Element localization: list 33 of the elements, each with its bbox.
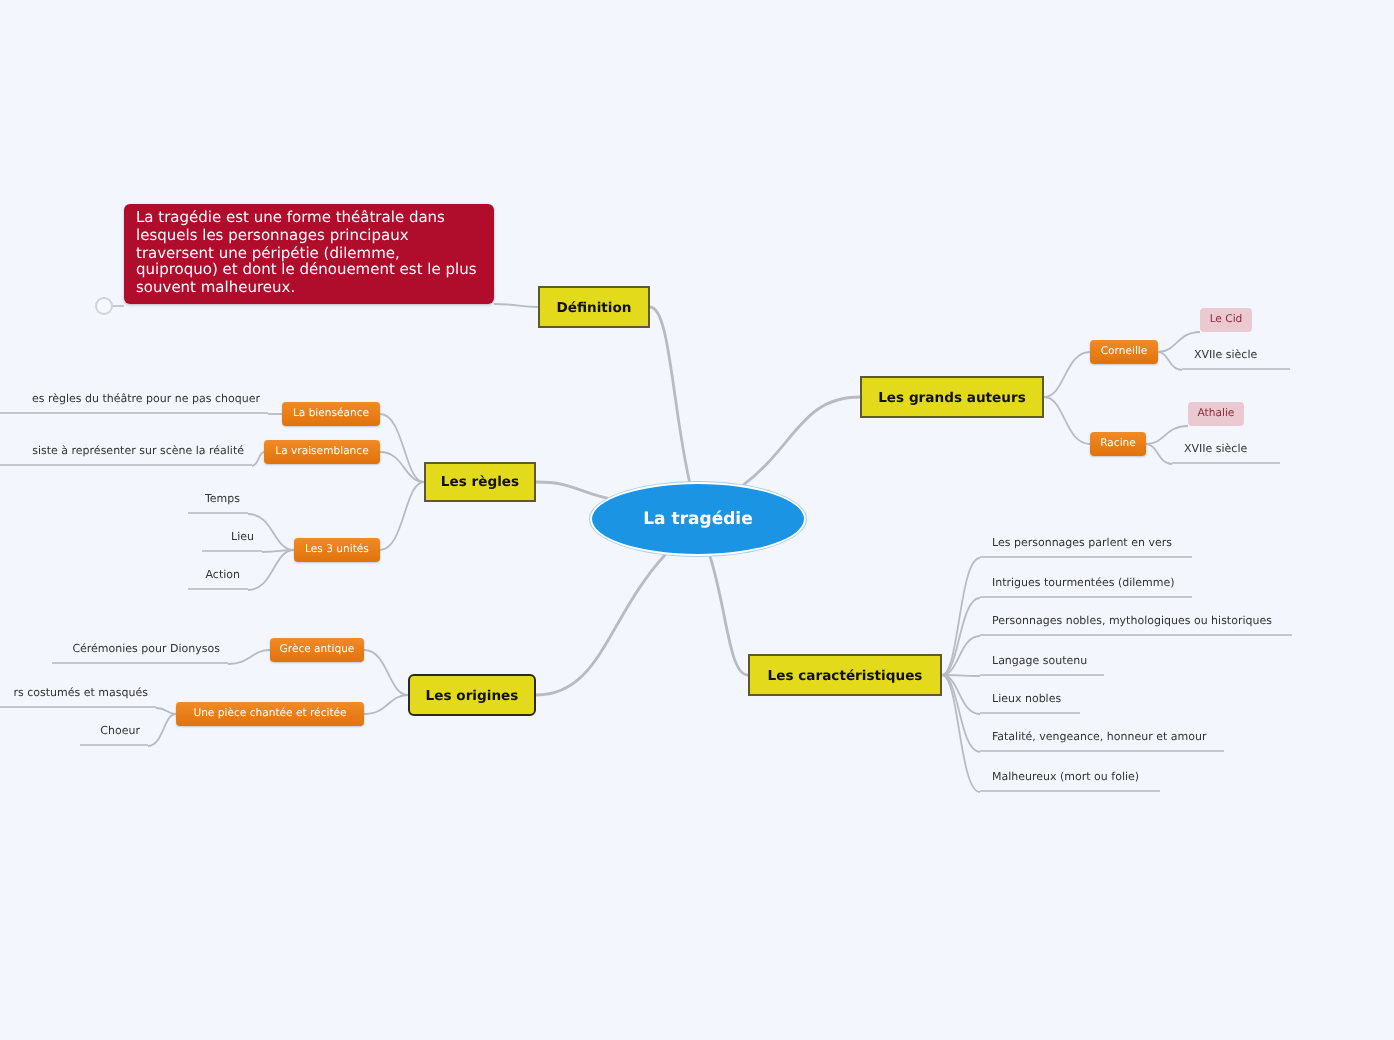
connector-line xyxy=(941,674,981,793)
connector-line xyxy=(247,549,295,591)
connector-line xyxy=(227,649,271,665)
connector-line xyxy=(261,549,295,553)
connector-line xyxy=(155,707,177,715)
connector-line xyxy=(708,555,749,677)
connector-line xyxy=(379,451,425,483)
connector-line xyxy=(363,649,409,696)
connector-line xyxy=(379,413,425,483)
connector-line xyxy=(251,451,265,467)
connector-line xyxy=(741,395,861,487)
connector-line xyxy=(247,513,295,551)
connector-line xyxy=(535,480,609,500)
connector-line xyxy=(941,674,981,677)
connector-line xyxy=(941,635,981,676)
connector-line xyxy=(941,597,981,676)
connector-line xyxy=(941,674,981,715)
connector-line xyxy=(1043,396,1091,445)
connector-line xyxy=(941,674,981,753)
connector-line xyxy=(147,713,177,747)
connector-line xyxy=(493,303,539,308)
connector-line xyxy=(1043,351,1091,398)
connector-line xyxy=(535,553,667,697)
central-topic: La tragédie xyxy=(590,482,806,556)
connector-line xyxy=(379,481,425,551)
connector-line xyxy=(649,305,691,483)
connector-line xyxy=(1157,351,1183,371)
connector-line xyxy=(941,557,981,676)
connector-line xyxy=(1157,331,1201,353)
connector-line xyxy=(363,694,409,715)
connector-line xyxy=(1145,425,1189,445)
connector-line xyxy=(267,413,283,415)
connector-line xyxy=(1145,443,1173,465)
